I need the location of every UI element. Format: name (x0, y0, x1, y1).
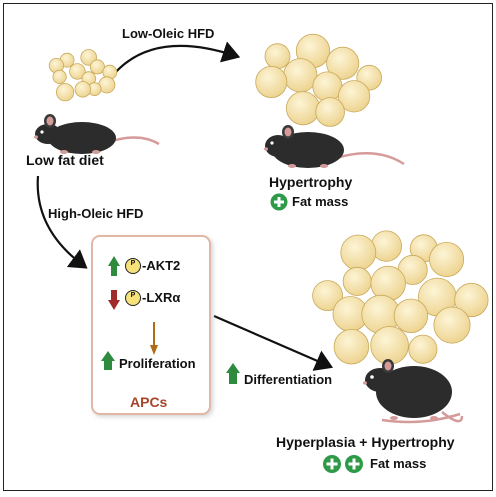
adipocyte-cell (340, 234, 377, 271)
label-low-oleic-hfd: Low-Oleic HFD (122, 26, 215, 41)
label-apcs: APCs (130, 394, 168, 410)
adipocyte-cluster-small (48, 49, 118, 102)
adipocyte-cell (429, 241, 465, 277)
adipocyte-cell (370, 326, 409, 365)
plus-badge-icon (323, 455, 341, 473)
label-low-fat-diet: Low fat diet (26, 152, 104, 168)
plus-badge-icon (270, 193, 288, 211)
adipocyte-cell (89, 59, 105, 75)
phospho-label-akt2: P (130, 260, 136, 267)
apc-box (91, 235, 211, 415)
plus-badge-icon (345, 455, 363, 473)
adipocyte-cluster-large (312, 230, 489, 365)
arrow-differentiation (213, 314, 334, 371)
label-fat-mass-top: Fat mass (292, 194, 349, 209)
arrow-low-oleic (113, 41, 241, 75)
label-proliferation: Proliferation (119, 356, 196, 371)
label-fat-mass-bottom: Fat mass (370, 456, 427, 471)
mouse-hypertrophy (264, 125, 405, 168)
label-lxr: -LXRα (142, 290, 181, 305)
adipocyte-cell (370, 230, 402, 262)
label-hypertrophy: Hypertrophy (269, 174, 353, 190)
phospho-label-lxr: P (130, 292, 136, 299)
adipocyte-cell (285, 91, 320, 126)
adipocyte-cell (312, 71, 343, 102)
diagram-canvas (34, 33, 489, 473)
adipocyte-cell (52, 69, 67, 85)
label-akt2: -AKT2 (142, 258, 181, 273)
phospho-circle-lxr (125, 290, 141, 306)
phospho-circle-akt2 (125, 258, 141, 274)
adipocyte-cell (454, 282, 489, 318)
down-arrow-icon (108, 290, 120, 310)
label-hyperplasia-hypertrophy: Hyperplasia + Hypertrophy (276, 434, 455, 450)
adipocyte-cell (312, 280, 344, 312)
mouse-obese (363, 359, 464, 424)
adipocyte-cell (264, 43, 291, 70)
adipocyte-cell (342, 266, 372, 296)
mouse-lean (34, 114, 160, 154)
adipocyte-cell (55, 83, 75, 102)
adipocyte-cell (283, 58, 318, 93)
up-arrow-differentiation-icon (226, 363, 240, 384)
adipocyte-cluster-medium (255, 33, 383, 127)
adipocyte-cell (315, 97, 345, 127)
label-high-oleic-hfd: High-Oleic HFD (48, 206, 144, 221)
label-differentiation: Differentiation (244, 372, 333, 387)
adipocyte-cell (69, 63, 86, 80)
up-arrow-icon (108, 256, 120, 276)
adipocyte-cell (333, 329, 370, 365)
adipocyte-cell (74, 81, 92, 98)
adipocyte-cell (255, 66, 288, 99)
adipocyte-cell (393, 298, 429, 333)
adipocyte-cell (433, 306, 471, 344)
adipocyte-cell (408, 334, 438, 364)
up-arrow-proliferation-icon (101, 351, 115, 370)
diagram-frame: Low-Oleic HFD Low fat diet High-Oleic HF… (3, 3, 493, 491)
adipocyte-cell (326, 46, 360, 80)
adipocyte-cell (337, 80, 371, 113)
arrow-high-oleic (36, 175, 88, 269)
